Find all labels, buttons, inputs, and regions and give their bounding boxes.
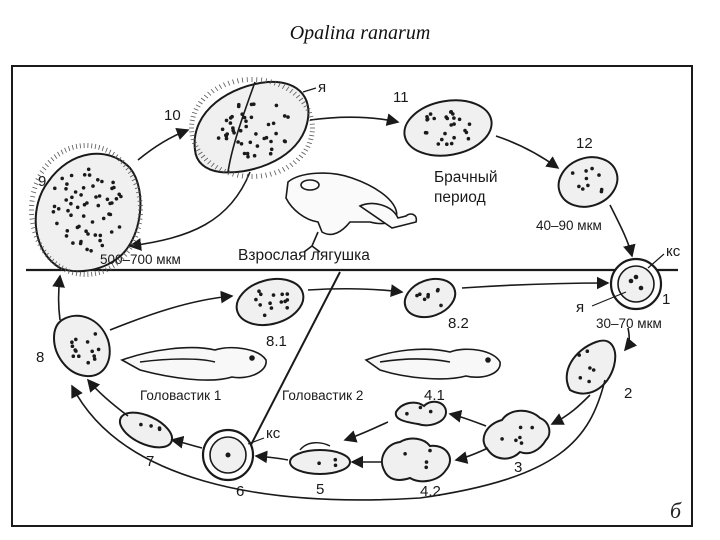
diagonal-line	[237, 271, 341, 471]
tadpole-2-icon	[364, 348, 501, 380]
nuclei-dots	[317, 457, 338, 468]
stage-1-cyst	[609, 257, 663, 311]
nuclei-dots	[51, 167, 123, 253]
stage-number-4-2: 4.2	[420, 483, 441, 500]
cyst-label-6: кс	[266, 425, 281, 442]
stage-number-3: 3	[514, 459, 522, 476]
nuclei-dots	[403, 448, 432, 470]
stage-number-9: 9	[38, 173, 46, 190]
figure-title: Opalina ranarum	[289, 22, 431, 44]
tadpole-1-label: Головастик 1	[140, 388, 221, 403]
stage-number-4-1: 4.1	[424, 387, 445, 404]
nucleus-label-1: я	[576, 299, 584, 316]
adult-frog-label: Взрослая лягушка	[238, 247, 370, 264]
nuclei-dots	[139, 422, 162, 432]
cilia	[189, 77, 315, 179]
mating-period-line1: Брачный	[434, 169, 498, 186]
stage-number-12: 12	[576, 135, 593, 152]
stage-3-cell	[482, 409, 551, 460]
stage-number-6: 6	[236, 483, 244, 500]
tadpole-1-icon	[120, 346, 267, 381]
panel-letter: б	[670, 498, 682, 523]
nuclei-dots	[216, 102, 290, 159]
stage-number-10: 10	[164, 107, 181, 124]
nuclei-dots	[423, 110, 472, 146]
stage-number-11: 11	[393, 89, 409, 106]
cycle-arrows	[52, 113, 638, 501]
stage-number-5: 5	[316, 481, 324, 498]
stage-4-2-cell	[381, 437, 451, 483]
nuclei-dots	[415, 287, 443, 308]
stage-10-cell	[193, 80, 310, 174]
cyst-label-1: кс	[666, 243, 681, 260]
stage-11-cell	[403, 99, 493, 157]
stage-8-cell	[52, 314, 111, 378]
stage-number-2: 2	[624, 385, 632, 402]
stage-number-8-2: 8.2	[448, 315, 469, 332]
tadpole-2-label: Головастик 2	[282, 388, 363, 403]
stage-5-cell	[289, 442, 351, 475]
nuclei-dots	[570, 166, 604, 194]
stage-8-2-cell	[403, 277, 457, 319]
stage-4-1-cell	[394, 400, 448, 427]
size-label-9: 500–700 мкм	[100, 252, 181, 267]
stage-number-7: 7	[146, 453, 154, 470]
nuclei-dots	[254, 289, 290, 318]
nuclei-dots	[577, 349, 596, 384]
stage-6-cyst	[201, 428, 255, 482]
stage-number-1: 1	[662, 291, 670, 308]
stage-number-8: 8	[36, 349, 44, 366]
nuclei-dots	[70, 332, 101, 365]
cilia	[29, 142, 143, 278]
nucleus-label-top: я	[318, 79, 326, 96]
size-label-1: 30–70 мкм	[596, 316, 662, 331]
stage-number-8-1: 8.1	[266, 333, 287, 350]
stage-12-cell	[557, 156, 619, 208]
nuclei-dots	[500, 425, 534, 445]
mating-period-line2: период	[434, 189, 486, 206]
diagram-frame	[11, 65, 693, 527]
nuclei-dots	[405, 405, 433, 416]
adult-frog-icon	[285, 172, 418, 253]
size-label-12: 40–90 мкм	[536, 218, 602, 233]
